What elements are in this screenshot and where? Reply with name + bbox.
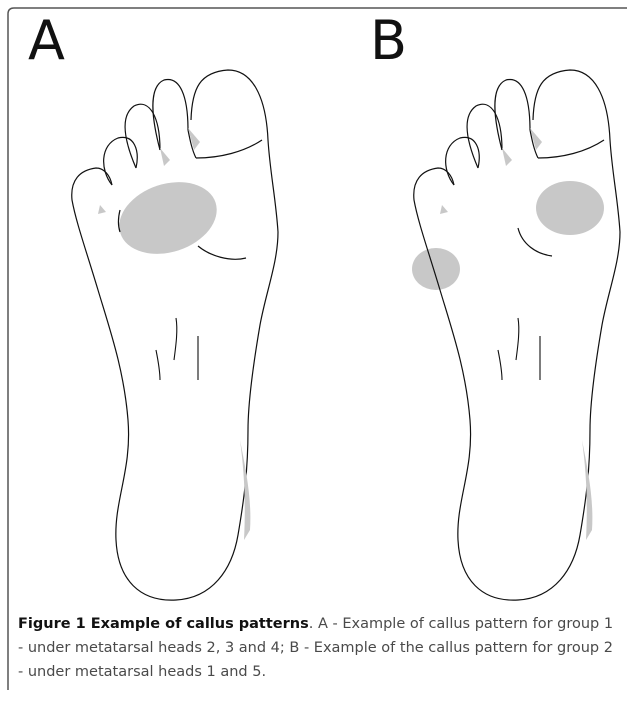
arch-line-b1: [516, 318, 519, 360]
toe-shadow-b3: [440, 205, 448, 214]
toe-5-b: [446, 137, 480, 185]
panel-label-b: B: [370, 14, 407, 68]
big-toe-crease-a: [196, 140, 262, 158]
foot-a: [72, 70, 278, 600]
heel-shadow-a: [240, 440, 250, 540]
forefoot-crease-a: [198, 246, 246, 259]
toe-3-a: [153, 79, 188, 150]
figure-caption: Figure 1 Example of callus patterns. A -…: [18, 612, 616, 684]
toe-3-b: [495, 79, 530, 150]
foot-b: [412, 70, 620, 600]
arch-line-a3: [156, 350, 160, 380]
toe-shadow-a1: [160, 148, 170, 166]
caption-label: Figure 1 Example of callus patterns: [18, 616, 309, 632]
callus-area-b5: [412, 248, 460, 290]
callus-area-b1: [536, 181, 604, 235]
toe-4-a: [125, 104, 160, 168]
forefoot-crease-b: [518, 228, 552, 256]
toe-shadow-b1: [502, 148, 512, 166]
arch-line-b3: [498, 350, 502, 380]
toe-shadow-a3: [98, 205, 106, 214]
big-toe-crease-b: [538, 140, 604, 158]
callus-area-a: [110, 170, 226, 266]
panel-label-a: A: [28, 14, 65, 68]
toe-4-b: [467, 104, 502, 168]
arch-line-a1: [174, 318, 177, 360]
heel-shadow-b: [582, 440, 592, 540]
toe-5-a: [104, 137, 138, 185]
